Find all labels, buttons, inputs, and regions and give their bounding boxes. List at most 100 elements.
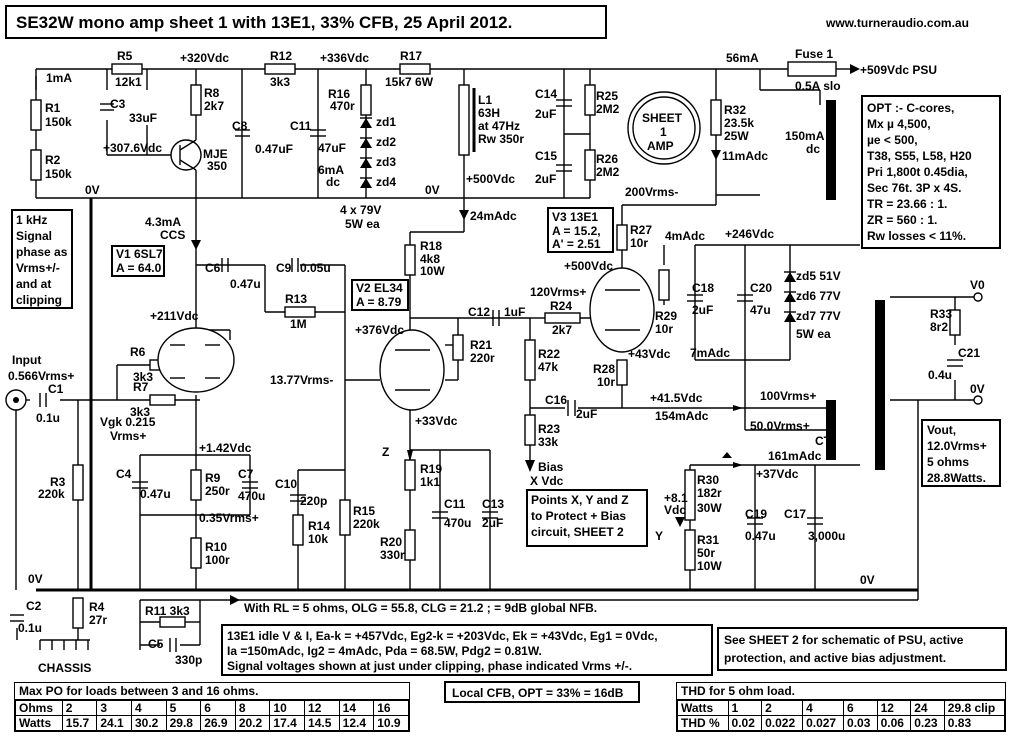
svg-text:C19: C19 — [745, 507, 767, 521]
svg-text:L1: L1 — [478, 93, 492, 107]
svg-text:R15: R15 — [353, 504, 375, 518]
svg-text:24mAdc: 24mAdc — [470, 209, 517, 223]
thd-pct-cell: 0.23 — [910, 715, 945, 731]
v1-label-box — [111, 245, 165, 277]
svg-text:C11: C11 — [444, 497, 466, 511]
svg-text:R17: R17 — [400, 49, 422, 63]
svg-text:2uF: 2uF — [576, 407, 597, 421]
svg-text:R26: R26 — [596, 152, 618, 166]
resistor-r18 — [404, 244, 416, 276]
svg-text:R1: R1 — [45, 101, 61, 115]
website-url: www.turneraudio.com.au — [825, 16, 969, 30]
svg-text:2k7: 2k7 — [552, 323, 572, 337]
svg-text:1mA: 1mA — [46, 71, 72, 85]
svg-text:C9: C9 — [276, 261, 292, 275]
svg-text:µe < 500,: µe < 500, — [867, 133, 918, 147]
output-terminal-v0 — [973, 292, 983, 302]
fuse-1 — [787, 61, 837, 77]
svg-text:R7: R7 — [133, 380, 149, 394]
max-po-caption: Max PO for loads between 3 and 16 ohms. — [15, 683, 409, 700]
thd-caption: THD for 5 ohm load. — [677, 683, 1005, 700]
svg-text:protection, and active bias ad: protection, and active bias adjustment. — [724, 651, 946, 665]
opt-spec-box — [861, 95, 1001, 249]
svg-text:clipping: clipping — [16, 293, 62, 307]
svg-text:+320Vdc: +320Vdc — [180, 51, 229, 65]
zener-diodes — [360, 117, 796, 322]
svg-text:R28: R28 — [593, 362, 615, 376]
svg-text:1 kHz: 1 kHz — [16, 213, 47, 227]
svg-text:220p: 220p — [300, 494, 327, 508]
v3-label-box — [547, 207, 614, 253]
po-ohms-cell: 2 — [61, 700, 98, 716]
svg-text:0.05u: 0.05u — [300, 261, 331, 275]
svg-text:See SHEET 2 for schematic of P: See SHEET 2 for schematic of PSU, active — [724, 633, 964, 647]
thd-watts-cell: 6 — [843, 700, 878, 716]
svg-text:3,000u: 3,000u — [808, 529, 845, 543]
svg-text:+1.42Vdc: +1.42Vdc — [199, 441, 252, 455]
svg-text:R25: R25 — [596, 89, 618, 103]
svg-text:12.0Vrms+: 12.0Vrms+ — [927, 439, 987, 453]
svg-text:11mAdc: 11mAdc — [722, 149, 768, 163]
svg-text:220r: 220r — [470, 351, 495, 365]
voltage-labels: +320Vdc +336Vdc +509Vdc PSU 56mA +500Vdc… — [28, 51, 937, 587]
svg-text:R21: R21 — [470, 338, 492, 352]
thd-pct-cell: 0.03 — [843, 715, 878, 731]
svg-text:C12: C12 — [468, 305, 490, 319]
v3-gain-prime: A' = 2.51 — [552, 237, 601, 251]
svg-text:R19: R19 — [420, 462, 442, 476]
svg-text:2uF: 2uF — [535, 172, 556, 186]
svg-text:Rw losses < 11%.: Rw losses < 11%. — [867, 229, 966, 243]
svg-text:1k1: 1k1 — [420, 475, 440, 489]
thd-watts-cell: 1 — [727, 700, 763, 716]
resistor-r14 — [292, 514, 304, 546]
svg-text:+43Vdc: +43Vdc — [628, 347, 671, 361]
thd-watts-head: Watts — [677, 700, 729, 716]
po-ohms-cell: 14 — [338, 700, 375, 716]
v1-gain: A = 64.0 — [116, 261, 162, 275]
svg-text:0V: 0V — [28, 572, 43, 586]
svg-text:R11 3k3: R11 3k3 — [145, 604, 190, 618]
svg-text:100Vrms+: 100Vrms+ — [760, 389, 816, 403]
svg-text:150k: 150k — [45, 115, 72, 129]
svg-text:zd2: zd2 — [376, 135, 396, 149]
svg-text:Vrms+: Vrms+ — [110, 429, 146, 443]
svg-text:250r: 250r — [205, 484, 230, 498]
resistor-r17 — [399, 63, 431, 75]
resistor-r33 — [949, 309, 961, 336]
svg-text:R27: R27 — [630, 223, 652, 237]
svg-text:+246Vdc: +246Vdc — [725, 227, 774, 241]
svg-text:C1: C1 — [48, 382, 64, 396]
po-watts-head: Watts — [15, 715, 63, 731]
resistor-r7 — [149, 394, 176, 406]
svg-text:C21: C21 — [958, 346, 980, 360]
svg-text:dc: dc — [326, 175, 340, 189]
resistor-r5 — [111, 63, 143, 75]
svg-text:Ia =150mAdc, Ig2 = 4mAdc, Pda: Ia =150mAdc, Ig2 = 4mAdc, Pda = 68.5W, P… — [227, 644, 542, 658]
sheet-amp: AMP — [647, 139, 674, 153]
svg-text:C16: C16 — [545, 393, 567, 407]
thd-pct-cell: 0.027 — [802, 715, 845, 731]
svg-text:R4: R4 — [89, 600, 105, 614]
title-box — [5, 5, 607, 39]
schematic-title: SE32W mono amp sheet 1 with 13E1, 33% CF… — [16, 13, 512, 32]
svg-text:TR = 23.66 : 1.: TR = 23.66 : 1. — [867, 197, 947, 211]
svg-text:+37Vdc: +37Vdc — [756, 467, 799, 481]
svg-text:0.35Vrms+: 0.35Vrms+ — [199, 511, 259, 525]
resistor-r19 — [404, 459, 416, 491]
svg-text:200Vrms-: 200Vrms- — [625, 185, 678, 199]
signal-note-box — [11, 209, 73, 309]
po-watts-cell: 26.9 — [200, 715, 236, 731]
svg-text:1uF: 1uF — [504, 305, 525, 319]
capacitors — [10, 99, 963, 652]
point-z: Z — [382, 445, 389, 459]
svg-text:R5: R5 — [117, 49, 133, 63]
po-watts-cell: 20.2 — [234, 715, 271, 731]
svg-text:50.0Vrms+: 50.0Vrms+ — [750, 419, 810, 433]
input-label: Input — [12, 353, 41, 367]
svg-text:150mA: 150mA — [785, 129, 825, 143]
idle-note-box — [221, 624, 713, 676]
svg-text:C2: C2 — [26, 599, 42, 613]
svg-text:10W: 10W — [697, 559, 722, 573]
po-watts-cell: 10.9 — [373, 715, 409, 731]
